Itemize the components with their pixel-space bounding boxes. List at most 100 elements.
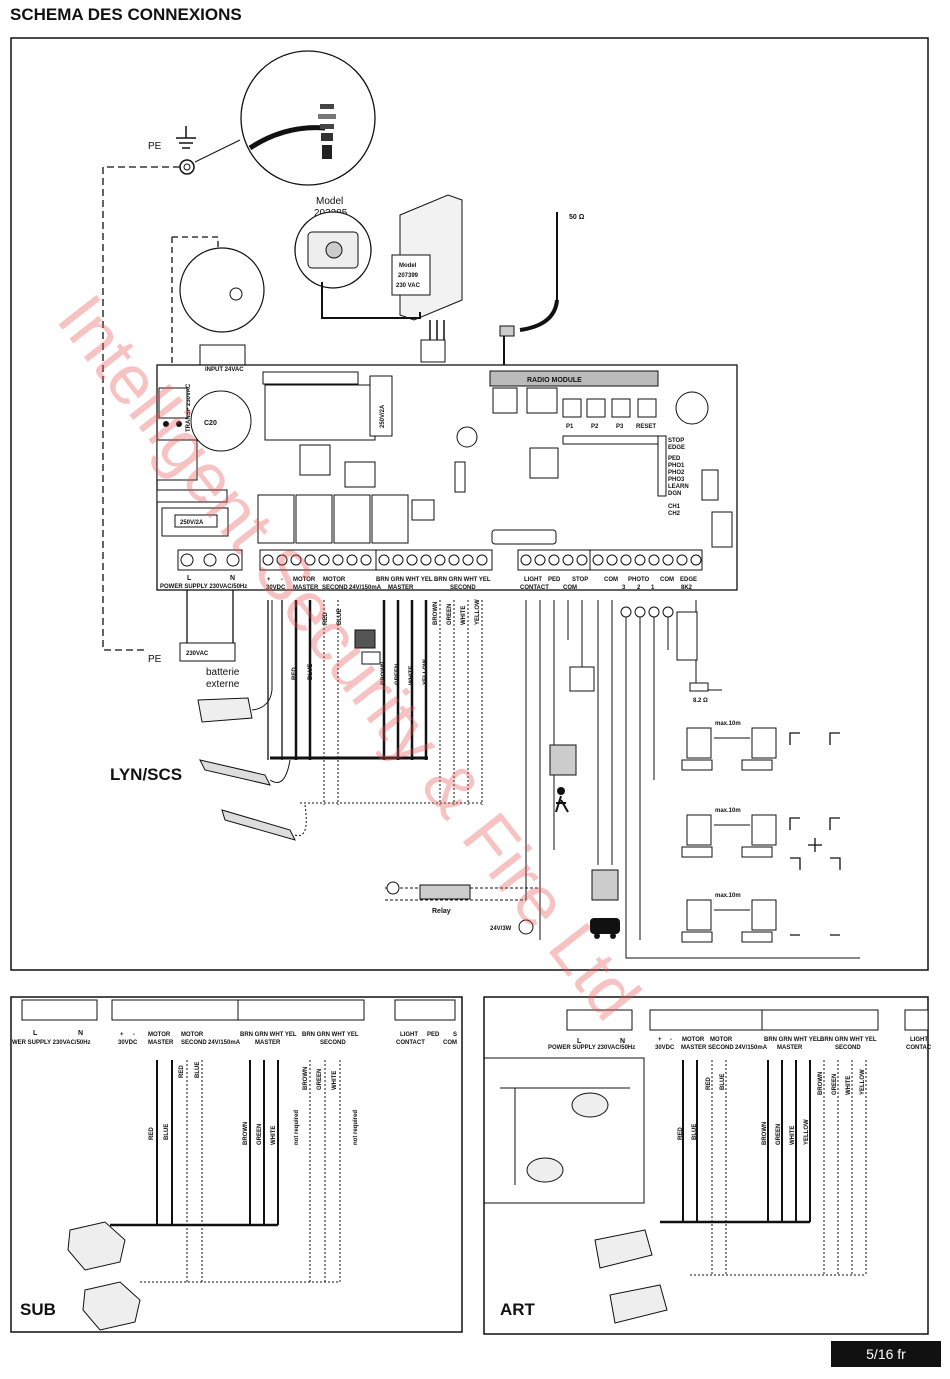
- radio-module-label: RADIO MODULE: [527, 377, 582, 384]
- term-photo-3: 3: [622, 585, 626, 591]
- art-term-second-2: SECOND: [835, 1045, 861, 1051]
- art-term-light: LIGHT: [910, 1037, 928, 1043]
- art-term-motor-1: MOTOR: [682, 1037, 705, 1043]
- art-term-bgwy-2: BRN GRN WHT YEL: [820, 1037, 877, 1043]
- term-8k2: 8K2: [681, 585, 693, 591]
- sub-term-24v: 24V/150mA: [208, 1040, 241, 1046]
- led-edge: EDGE: [668, 445, 685, 451]
- art-term-motor-2: MOTOR: [710, 1037, 733, 1043]
- main-frame: [10, 37, 929, 971]
- p2-button[interactable]: [586, 398, 606, 418]
- wire-brown-1: BROWN: [381, 662, 387, 685]
- battery-icon: [197, 697, 253, 723]
- warning-lamp-icon: [518, 919, 534, 935]
- wire-blue-1: BLUE: [308, 664, 314, 680]
- sub-wire-not-required-2: not required: [353, 1110, 359, 1145]
- battery-box-label: 230VAC: [186, 651, 209, 657]
- wire-blue-2: BLUE: [337, 609, 343, 625]
- sub-wire-white-2: WHITE: [332, 1071, 338, 1090]
- model-2-line-1: Model: [399, 263, 417, 269]
- term-edge: EDGE: [680, 577, 697, 583]
- sub-term-s: S: [453, 1032, 457, 1038]
- sub-wire-brown-2: BROWN: [303, 1067, 309, 1090]
- max-distance-1: max.10m: [715, 721, 741, 727]
- sub-wire-green-1: GREEN: [257, 1124, 263, 1145]
- art-wire-brown-1: BROWN: [762, 1122, 768, 1145]
- term-com-2: COM: [660, 577, 674, 583]
- sub-power-supply: WER SUPPLY 230VAC/50Hz: [12, 1040, 91, 1046]
- flashing-light-icon: [354, 629, 381, 665]
- art-term-n: N: [620, 1038, 625, 1045]
- sub-term-second-2: SECOND: [320, 1040, 346, 1046]
- term-photo-2: 2: [637, 585, 641, 591]
- wire-red-2: RED: [323, 612, 329, 625]
- term-photo: PHOTO: [628, 577, 650, 583]
- wire-green-2: GREEN: [447, 604, 453, 625]
- sub-term-n: N: [78, 1030, 83, 1037]
- photocell-pair-2: [681, 814, 777, 858]
- wire-white-2: WHITE: [461, 606, 467, 625]
- sub-wire-brown-1: BROWN: [243, 1122, 249, 1145]
- gate-direction-icons: [789, 732, 841, 936]
- term-bgwy-2: BRN GRN WHT YEL: [434, 577, 491, 583]
- sub-term-30vdc: 30VDC: [118, 1040, 138, 1046]
- terminal-blocks: [177, 549, 703, 571]
- push-button-icon: [569, 666, 595, 692]
- sub-wire-white-1: WHITE: [271, 1126, 277, 1145]
- art-term-plus: +: [658, 1037, 662, 1043]
- fuse-2-label: 250V/2A: [380, 404, 386, 428]
- capacitor-label: C20: [204, 420, 217, 427]
- sub-term-plus: +: [120, 1032, 124, 1038]
- car-icon: [590, 918, 620, 939]
- sub-wire-red-1: RED: [149, 1127, 155, 1140]
- p2-label: P2: [591, 424, 599, 430]
- term-bgwy-1: BRN GRN WHT YEL: [376, 577, 433, 583]
- led-stop: STOP: [668, 438, 684, 444]
- power-supply-label: POWER SUPPLY 230VAC/50Hz: [160, 584, 247, 590]
- sub-term-ped: PED: [427, 1032, 440, 1038]
- max-distance-2: max.10m: [715, 808, 741, 814]
- radio-module: [489, 370, 659, 387]
- art-wire-yellow-2: YELLOW: [860, 1069, 866, 1095]
- p3-label: P3: [616, 424, 624, 430]
- art-term-minus: -: [670, 1037, 672, 1043]
- led-ch1: CH1: [668, 504, 681, 510]
- page-title: SCHEMA DES CONNEXIONS: [10, 5, 242, 24]
- term-plus: +: [267, 577, 271, 583]
- transformer-module: Model 207399 230 VAC: [391, 194, 463, 321]
- p1-button[interactable]: [562, 398, 582, 418]
- sub-term-second-1: SECOND: [181, 1040, 207, 1046]
- terminal-n: N: [230, 575, 235, 582]
- term-24v: 24V/150mA: [349, 585, 382, 591]
- art-wire-green-2: GREEN: [832, 1074, 838, 1095]
- art-wire-blue-2: BLUE: [720, 1074, 726, 1090]
- term-com-1: COM: [604, 577, 618, 583]
- sub-term-motor-2: MOTOR: [181, 1032, 204, 1038]
- model-2-line-3: 230 VAC: [396, 283, 421, 289]
- term-light: LIGHT: [524, 577, 542, 583]
- art-term-master-2: MASTER: [777, 1045, 803, 1051]
- electric-lock: [294, 211, 372, 289]
- transf-label: TRANSF 230VAC: [186, 383, 192, 432]
- p3-button[interactable]: [611, 398, 631, 418]
- sub-term-com: COM: [443, 1040, 457, 1046]
- art-wire-red-2: RED: [706, 1077, 712, 1090]
- pe-label: PE: [148, 141, 162, 152]
- term-photo-1: 1: [651, 585, 655, 591]
- art-term-second-1: SECOND: [708, 1045, 734, 1051]
- sub-wire-red-2: RED: [179, 1065, 185, 1078]
- battery-label-1: batterie: [206, 667, 240, 678]
- art-term-master-1: MASTER: [681, 1045, 707, 1051]
- page-number: 5/16 fr: [831, 1341, 941, 1367]
- term-motor-1: MOTOR: [293, 577, 316, 583]
- term-com-3: COM: [563, 585, 577, 591]
- buzzer-icon: [675, 391, 709, 425]
- max-distance-3: max.10m: [715, 893, 741, 899]
- motor-label-lyn: LYN/SCS: [110, 765, 182, 784]
- art-term-l: L: [577, 1038, 582, 1045]
- antenna-icon: [499, 212, 559, 368]
- reset-button[interactable]: [637, 398, 657, 418]
- term-30vdc: 30VDC: [266, 585, 286, 591]
- term-master-1: MASTER: [293, 585, 319, 591]
- board-buttons: P1 P2 P3 RESET: [562, 398, 657, 430]
